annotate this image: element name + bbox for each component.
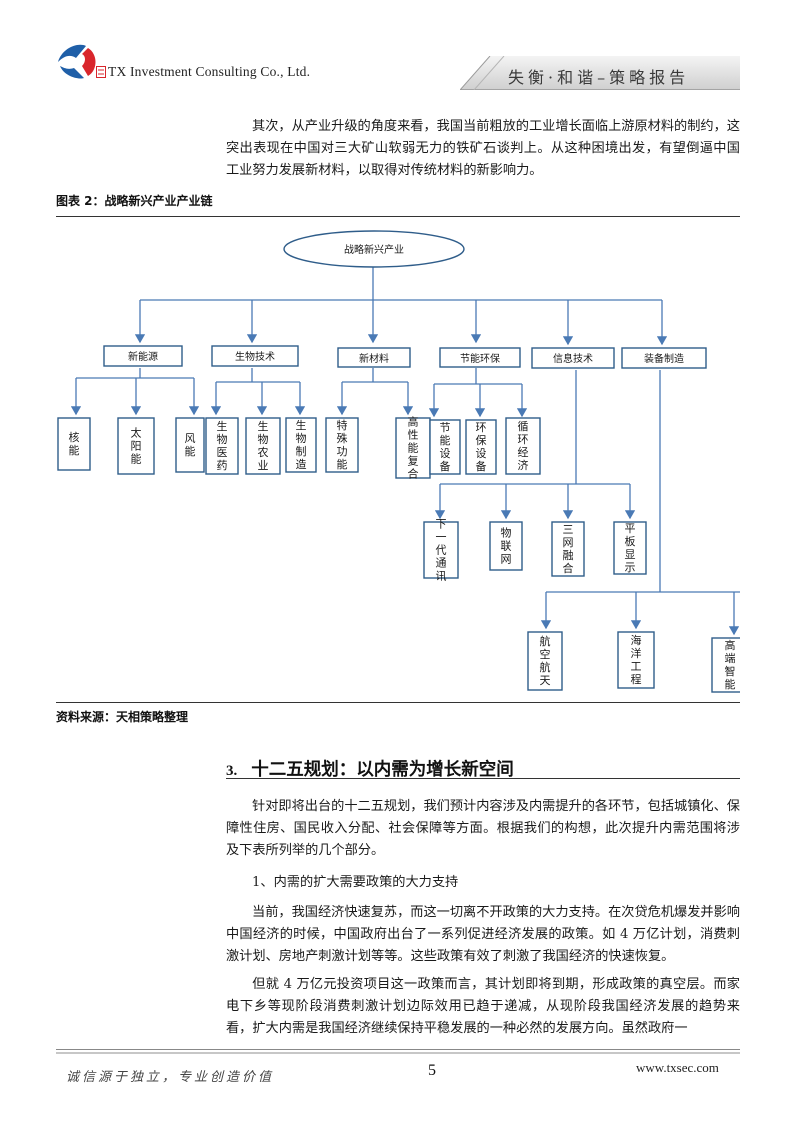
category-label: 新材料 <box>359 352 389 365</box>
leaf-label: 核能 <box>69 430 80 457</box>
figure-bottom-rule <box>56 702 740 703</box>
leaf-label: 平板显示 <box>625 522 636 574</box>
leaf-label: 节能设备 <box>440 421 451 473</box>
slogan-banner <box>460 56 740 90</box>
leaf-node: 特殊功能 <box>325 417 359 473</box>
footer-rule <box>56 1049 740 1050</box>
leaf-node: 海洋工程 <box>617 631 655 689</box>
leaf-node: 循环经济 <box>505 417 541 475</box>
leaf-label: 特殊功能 <box>337 418 348 471</box>
leaf-label: 物联网 <box>501 526 512 566</box>
body-paragraph: 当前，我国经济快速复苏，而这一切离不开政策的大力支持。在次贷危机爆发并影响中国经… <box>226 905 740 964</box>
category-label: 生物技术 <box>235 350 275 363</box>
footer-rule-thick <box>56 1052 740 1054</box>
leaf-node: 环保设备 <box>465 419 497 475</box>
figure-caption: 图表 2：战略新兴产业产业链 <box>56 194 213 208</box>
body-paragraph: 针对即将出台的十二五规划，我们预计内容涉及内需提升的各环节，包括城镇化、保障性住… <box>226 799 740 858</box>
leaf-label: 风能 <box>185 432 196 458</box>
leaf-node: 高端智能 <box>711 637 740 693</box>
leaf-label: 生物农业 <box>258 419 269 472</box>
leaf-label: 生物制造 <box>296 418 307 471</box>
category-label: 信息技术 <box>553 352 593 365</box>
leaf-label: 航空航天 <box>540 634 551 687</box>
leaf-label: 高性能复合 <box>408 415 419 481</box>
category-node <box>211 345 299 367</box>
footer-url: www.txsec.com <box>636 1060 719 1075</box>
body-paragraph: 但就 4 万亿元投资项目这一政策而言，其计划即将到期，形成政策的真空层。而家电下… <box>226 977 740 1036</box>
leaf-label: 海洋工程 <box>631 633 642 686</box>
seal-mark-icon <box>96 66 106 78</box>
category-node <box>337 347 411 368</box>
leaf-label: 高端智能 <box>725 638 736 691</box>
leaf-node: 平板显示 <box>613 521 647 575</box>
sub-heading: 1、内需的扩大需要政策的大力支持 <box>252 875 459 890</box>
report-slogan: 失衡·和谐–策略报告 <box>508 68 690 87</box>
category-node <box>531 347 615 369</box>
company-name: TX Investment Consulting Co., Ltd. <box>108 64 311 79</box>
leaf-node: 生物农业 <box>245 417 281 475</box>
leaf-node: 生物医药 <box>205 417 239 475</box>
leaf-node: 节能设备 <box>429 419 461 475</box>
category-node <box>621 347 707 369</box>
category-node <box>439 347 521 368</box>
leaf-node: 物联网 <box>489 521 523 571</box>
section-heading: 3. 十二五规划：以内需为增长新空间 <box>226 756 514 781</box>
leaf-node: 核能 <box>57 417 91 471</box>
leaf-label: 循环经济 <box>518 420 529 472</box>
section-title: 十二五规划：以内需为增长新空间 <box>251 760 514 780</box>
leaf-node: 高性能复合 <box>395 415 431 481</box>
category-node <box>103 345 183 367</box>
figure-top-rule <box>56 216 740 217</box>
category-label: 新能源 <box>128 350 158 363</box>
leaf-node: 三网融合 <box>551 521 585 577</box>
figure-source: 资料来源：天相策略整理 <box>56 710 189 724</box>
leaf-label: 太阳能 <box>131 427 142 466</box>
company-logo-icon <box>58 44 96 79</box>
intro-paragraph: 其次，从产业升级的角度来看，我国当前粗放的工业增长面临上游原材料的制约，这突出表… <box>226 119 740 178</box>
leaf-label: 环保设备 <box>476 421 487 473</box>
leaf-label: 生物医药 <box>217 419 228 472</box>
root-node: 战略新兴产业 <box>283 230 465 268</box>
section-rule <box>226 778 740 779</box>
section-number: 3. <box>226 763 238 779</box>
category-label: 节能环保 <box>460 352 500 365</box>
leaf-node: 生物制造 <box>285 417 317 473</box>
industry-chain-diagram: 战略新兴产业 新能源 生物技术 新材料 节能环保 信息技术 装备制造 核能 太阳能… <box>57 230 740 693</box>
leaf-node: 航空航天 <box>527 631 563 691</box>
page-header: TX Investment Consulting Co., Ltd. 失衡·和谐… <box>0 0 794 100</box>
page-number: 5 <box>428 1062 436 1079</box>
leaf-label: 三网融合 <box>563 523 574 575</box>
footer-motto: 诚信源于独立，专业创造价值 <box>66 1070 275 1085</box>
leaf-node: 风能 <box>175 417 205 473</box>
root-label: 战略新兴产业 <box>344 243 404 256</box>
leaf-node: 太阳能 <box>117 417 155 475</box>
leaf-node: 下一代通讯 <box>423 518 459 583</box>
category-label: 装备制造 <box>644 352 684 365</box>
leaf-label: 下一代通讯 <box>436 518 447 583</box>
